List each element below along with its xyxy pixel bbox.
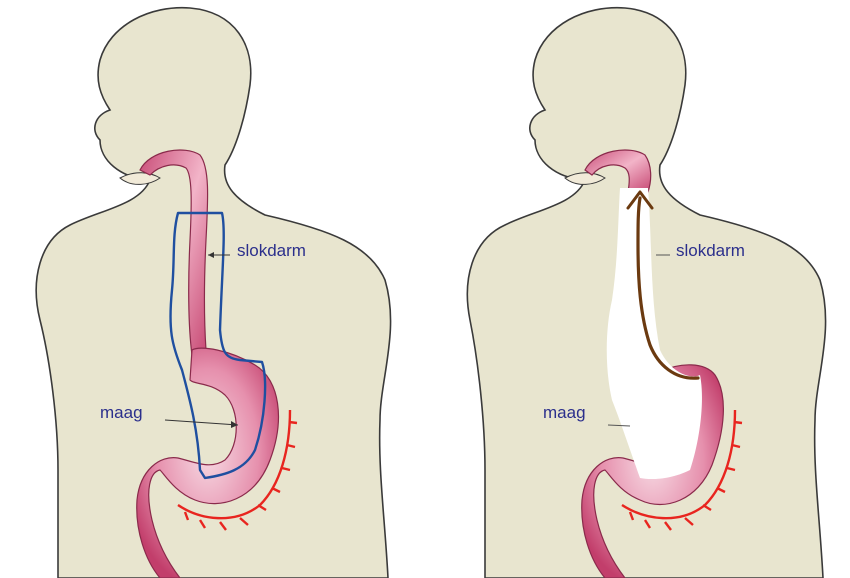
stomach-label: maag <box>100 403 143 422</box>
right-panel: slokdarm maag <box>467 8 825 578</box>
esophagus-label: slokdarm <box>676 241 745 260</box>
left-panel: slokdarm maag <box>36 8 390 578</box>
stomach-label: maag <box>543 403 586 422</box>
esophagus-label: slokdarm <box>237 241 306 260</box>
